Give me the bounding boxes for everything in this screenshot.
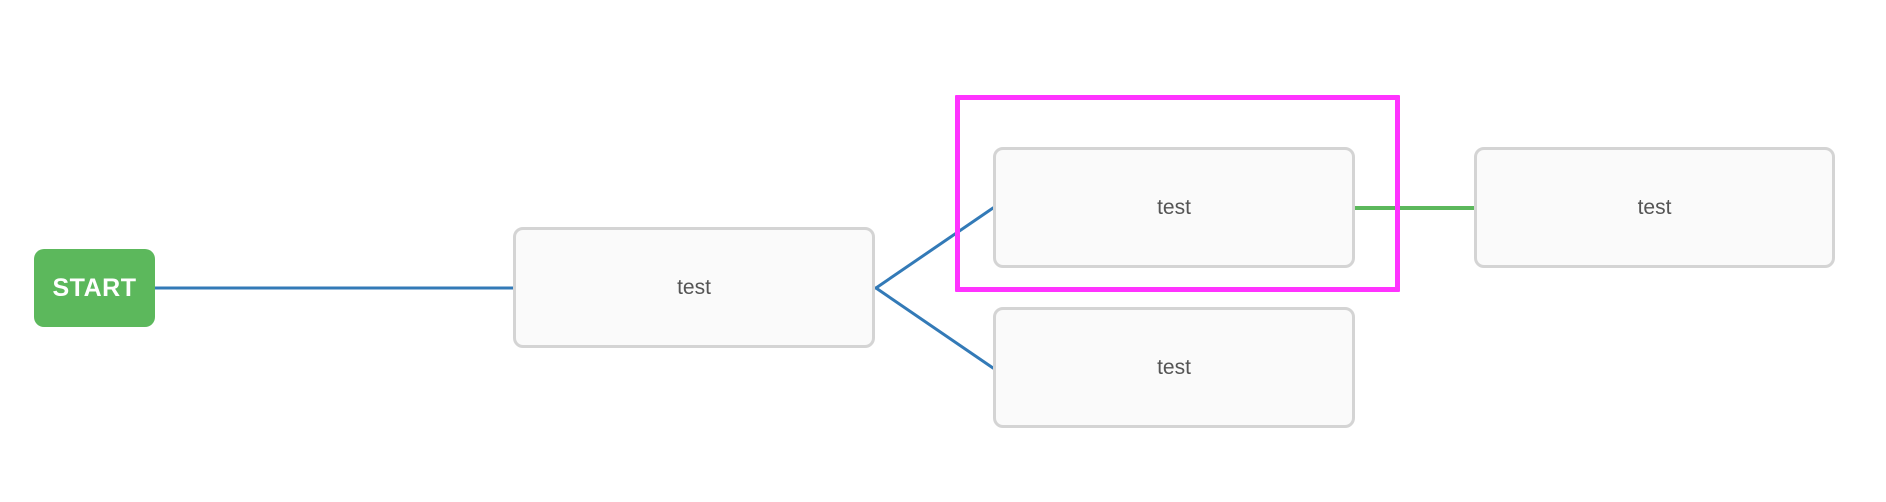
node-task-3-label: test — [1157, 356, 1191, 379]
node-task-4-label: test — [1637, 196, 1672, 219]
node-start-label: START — [52, 273, 137, 302]
edge-task-1-to-task-3 — [874, 286, 995, 370]
node-task-4[interactable]: test — [1474, 147, 1835, 268]
node-task-1[interactable]: test — [513, 227, 875, 348]
selection-rectangle[interactable] — [955, 95, 1400, 292]
node-task-1-label: test — [677, 276, 711, 299]
node-task-2[interactable]: test — [993, 147, 1355, 268]
node-task-3[interactable]: test — [993, 307, 1355, 428]
node-start[interactable]: START — [34, 249, 155, 327]
